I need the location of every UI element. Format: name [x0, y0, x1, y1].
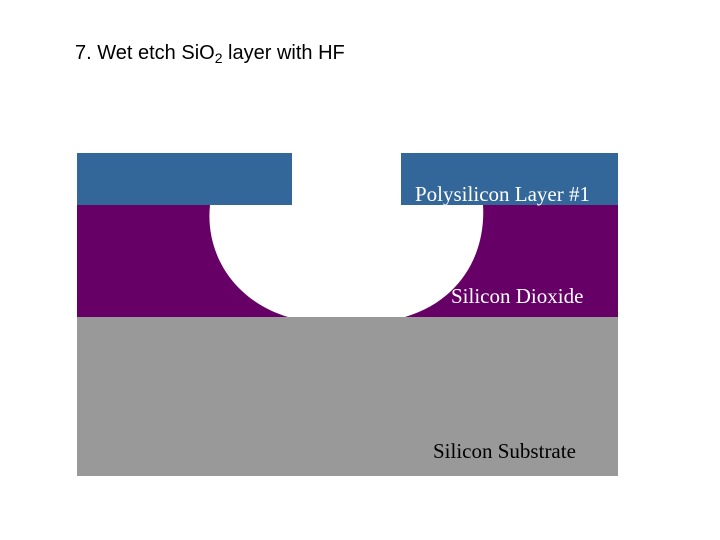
polysilicon-layer-right [401, 153, 618, 205]
title-subscript: 2 [214, 50, 223, 66]
silicon-dioxide-label: Silicon Dioxide [451, 284, 584, 308]
etched-cavity [209, 205, 484, 317]
polysilicon-label: Polysilicon Layer #1 [415, 182, 590, 206]
silicon-substrate-label: Silicon Substrate [433, 439, 576, 463]
slide-title: 7. Wet etch SiO2 layer with HF [75, 42, 345, 65]
title-suffix: layer with HF [222, 42, 345, 64]
title-prefix: 7. Wet etch SiO [75, 42, 215, 64]
silicon-substrate-layer [77, 317, 618, 476]
polysilicon-layer-left [77, 153, 292, 205]
